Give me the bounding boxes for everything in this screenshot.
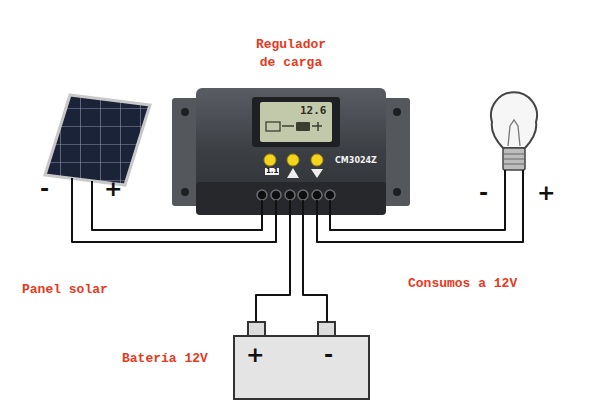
bulb-glass: [491, 92, 537, 148]
bulb-lead: [504, 170, 506, 178]
charge-regulator: Regulador de carga12.6CM3024Z: [172, 88, 410, 215]
screw-hole: [393, 108, 401, 116]
terminal: [271, 190, 281, 200]
lcd-arrow-icon: [282, 125, 294, 127]
polarity-sign: +: [246, 344, 264, 366]
model-number: CM3024Z: [335, 157, 377, 165]
screw-hole: [181, 188, 189, 196]
terminal-strip: [196, 182, 386, 215]
button: [287, 154, 299, 166]
charge-regulator-drawing: [172, 88, 410, 215]
terminal-lead: [289, 200, 291, 215]
terminal-lead: [329, 200, 331, 215]
polarity-sign: +: [104, 178, 122, 200]
panel-symbol: [287, 168, 299, 178]
battery: Batería 12V+-: [233, 322, 370, 400]
terminal: [325, 190, 335, 200]
panel-lead: [71, 178, 73, 185]
component-label: Batería 12V: [122, 350, 208, 368]
terminal-lead: [261, 200, 263, 215]
polarity-sign: +: [537, 182, 555, 204]
battery-case: [234, 336, 369, 399]
terminal: [285, 190, 295, 200]
bulb-base: [503, 148, 525, 170]
bulb-thread: [503, 154, 525, 164]
component-label: Panel solar: [22, 281, 108, 299]
lcd-panel-icon: [266, 122, 280, 131]
terminal-lead: [275, 200, 277, 215]
solar-panel-drawing: [45, 95, 150, 185]
wire: [317, 178, 523, 242]
bulb-drawing: [491, 92, 537, 178]
button-label: 1.1: [265, 168, 279, 175]
battery-drawing: [234, 322, 369, 399]
regulator-body: [196, 88, 386, 215]
lcd-reading: 12.6: [300, 105, 327, 116]
solar-panel: Panel solar: [45, 95, 150, 185]
lcd-bezel: [252, 97, 340, 147]
component-heading: Regulador de carga: [246, 36, 336, 72]
lcd-load-icon: [312, 122, 322, 131]
button: [311, 154, 323, 166]
terminal: [312, 190, 322, 200]
wire: [256, 215, 290, 322]
lcd-battery-icon: [296, 122, 310, 131]
wire: [330, 178, 505, 230]
component-label: Consumos a 12V: [408, 275, 517, 293]
battery-terminal: [248, 322, 265, 336]
terminals: [257, 190, 335, 200]
panel-lead: [91, 181, 93, 185]
terminal-lead: [316, 200, 318, 215]
solar-panel: [45, 95, 150, 185]
battery-terminal: [318, 322, 335, 336]
polarity-sign: -: [40, 178, 49, 200]
button: [264, 154, 276, 166]
polarity-sign: -: [324, 344, 333, 366]
load-symbol: [311, 169, 323, 178]
bulb-filament: [508, 120, 520, 146]
polarity-sign: -: [479, 182, 488, 204]
wire: [303, 215, 327, 322]
screw-hole: [181, 108, 189, 116]
terminal-lead: [302, 200, 304, 215]
lcd-screen: [260, 102, 332, 142]
wire: [72, 185, 276, 242]
screw-hole: [393, 188, 401, 196]
terminal: [257, 190, 267, 200]
bulb-lead: [522, 170, 524, 178]
load-bulb: Consumos a 12V: [488, 100, 556, 178]
terminal: [298, 190, 308, 200]
